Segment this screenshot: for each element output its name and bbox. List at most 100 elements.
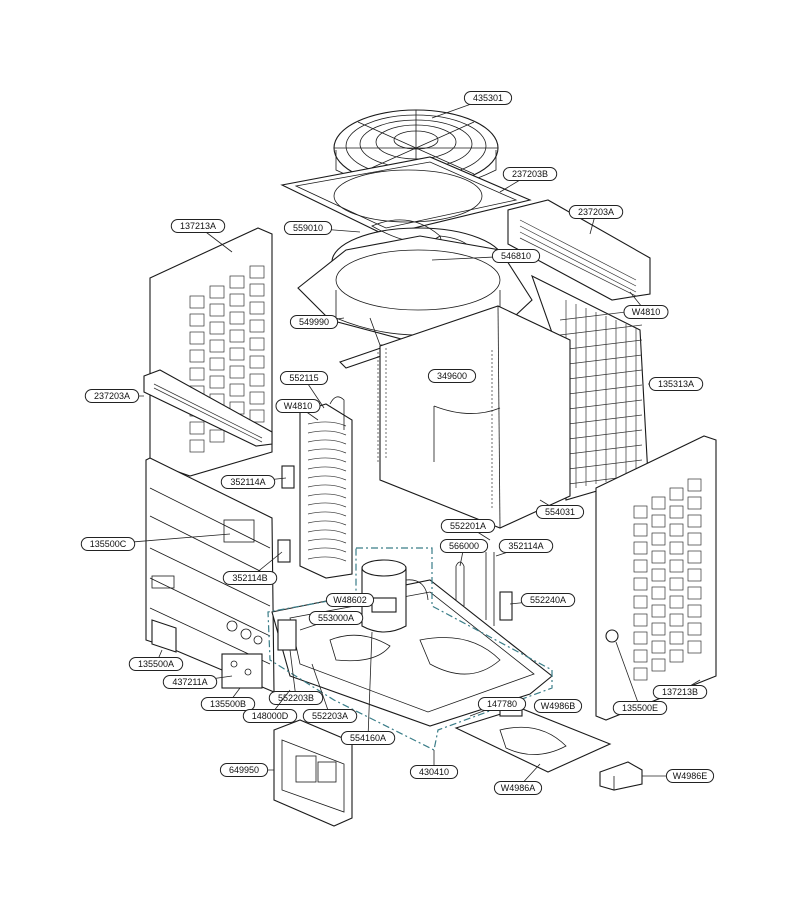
callout-box <box>242 709 298 723</box>
callout-box <box>222 571 278 585</box>
part-number-label: 552203B <box>278 693 314 703</box>
callout-349600: 349600 <box>427 369 477 383</box>
part-number-label: 135500B <box>210 699 246 709</box>
callout-box <box>463 91 513 105</box>
part-number-label: 649950 <box>229 765 259 775</box>
callout-237203a: 237203A <box>84 389 144 403</box>
callout-box <box>340 731 396 745</box>
part-number-label: 352114A <box>508 541 543 551</box>
callout-box <box>325 593 375 607</box>
callout-148000d: 148000D <box>242 689 298 723</box>
callout-box <box>302 709 358 723</box>
callout-box <box>200 697 256 711</box>
part-number-label: 135500A <box>138 659 174 669</box>
part-number-label: W4810 <box>632 307 661 317</box>
callout-546810: 546810 <box>431 249 541 263</box>
valve-piping-right <box>277 552 513 651</box>
callout-box <box>440 519 496 533</box>
callout-w4986a: W4986A <box>493 763 543 795</box>
callout-552201a: 552201A <box>440 519 496 541</box>
part-number-label: 352114B <box>232 573 267 583</box>
callout-559010: 559010 <box>283 221 361 235</box>
callout-box <box>268 691 324 705</box>
callout-box <box>283 221 333 235</box>
part-number-label: 352114A <box>230 477 265 487</box>
callout-135313a: 135313A <box>648 377 704 391</box>
part-number-label: 437211A <box>172 677 207 687</box>
callout-135500a: 135500A <box>128 649 184 671</box>
top-panel <box>280 156 532 236</box>
callout-box <box>220 475 276 489</box>
part-number-label: 546810 <box>501 251 531 261</box>
callout-box <box>409 765 459 779</box>
callout-135500c: 135500C <box>80 533 231 551</box>
side-panel-right <box>595 435 717 721</box>
control-box <box>273 719 353 827</box>
part-number-label: W48602 <box>333 595 367 605</box>
callout-553000a: 553000A <box>299 611 364 631</box>
callout-box <box>623 305 669 319</box>
callout-437211a: 437211A <box>162 675 233 689</box>
part-number-label: 566000 <box>449 541 479 551</box>
side-panel-left <box>149 227 273 477</box>
callout-649950: 649950 <box>219 763 274 777</box>
leader-line <box>615 641 641 709</box>
small-bracket <box>599 761 643 791</box>
callout-552203b: 552203B <box>268 649 324 705</box>
part-number-label: 137213B <box>662 687 698 697</box>
part-number-label: 553000A <box>318 613 354 623</box>
callout-box <box>665 769 715 783</box>
part-number-label: 135500E <box>622 703 658 713</box>
callout-352114a: 352114A <box>220 475 287 489</box>
callout-box <box>612 701 668 715</box>
callout-box <box>279 371 329 385</box>
leader-line <box>311 663 331 717</box>
callout-552240a: 552240A <box>509 593 576 607</box>
callout-137213b: 137213B <box>652 679 708 699</box>
callout-box <box>498 539 554 553</box>
piping-bracket <box>277 396 353 579</box>
part-number-label: 137213A <box>180 221 216 231</box>
leader-line <box>289 649 297 699</box>
callout-box <box>535 505 585 519</box>
front-panel <box>145 457 275 693</box>
leader-line <box>367 631 373 739</box>
part-number-label: 549990 <box>299 317 329 327</box>
part-number-label: W4986A <box>501 783 536 793</box>
callout-box <box>439 539 489 553</box>
main-frame <box>377 305 571 529</box>
callout-w48602: W48602 <box>325 593 375 607</box>
callout-554160a: 554160A <box>340 631 396 745</box>
part-number-label: 237203A <box>94 391 130 401</box>
callout-430410: 430410 <box>409 750 459 779</box>
part-number-label: 237203A <box>578 207 614 217</box>
callout-box <box>502 167 558 181</box>
callout-w4810: W4810 <box>275 399 321 421</box>
callout-435301: 435301 <box>431 91 513 119</box>
callout-box <box>80 537 136 551</box>
callout-137213a: 137213A <box>170 219 233 253</box>
callout-box <box>652 685 708 699</box>
callout-w4810: W4810 <box>623 291 669 319</box>
callout-237203a: 237203A <box>568 205 624 235</box>
callout-box <box>520 593 576 607</box>
callout-box <box>648 377 704 391</box>
part-number-label: 435301 <box>473 93 503 103</box>
callout-box <box>533 699 583 713</box>
part-number-label: 148000D <box>252 711 289 721</box>
part-number-label: 554031 <box>545 507 575 517</box>
part-number-label: 554160A <box>350 733 386 743</box>
callout-box <box>84 389 140 403</box>
callout-box <box>170 219 226 233</box>
part-number-label: 135500C <box>90 539 127 549</box>
part-number-label: 147780 <box>487 699 517 709</box>
part-number-label: 237203B <box>512 169 548 179</box>
callout-box <box>308 611 364 625</box>
callout-box <box>128 657 184 671</box>
callout-552115: 552115 <box>279 371 329 409</box>
callout-labels: 435301 237203B 237203A 137213A 559010 546810 5… <box>80 91 715 795</box>
callout-352114b: 352114B <box>222 551 283 585</box>
callout-box <box>477 697 527 711</box>
